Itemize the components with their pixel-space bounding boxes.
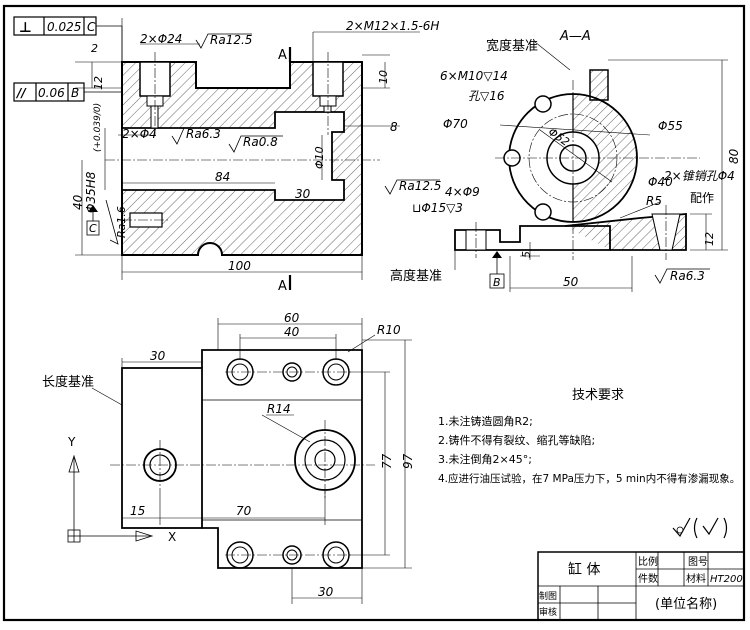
dim-77: 77: [380, 453, 394, 469]
dim-100: 100: [228, 259, 251, 273]
dim-60: 60: [284, 311, 300, 325]
rough-front-3: Ra0.8: [243, 135, 278, 149]
perp-datum: C: [87, 20, 96, 34]
dim-5: 5: [520, 251, 533, 258]
dim-12: 12: [92, 76, 105, 90]
axis-x-label: X: [168, 530, 176, 544]
dim-r5: R5: [646, 194, 662, 208]
dim-97: 97: [401, 453, 415, 469]
dim-phi70: Φ70: [443, 117, 468, 131]
quantity-label: 件数: [638, 572, 658, 585]
dim-10: 10: [377, 70, 390, 84]
section-title: A—A: [559, 29, 591, 44]
perpendicularity-frame: ⊥ 0.025 C: [13, 16, 97, 36]
part-name: 缸 体: [568, 561, 600, 578]
drawing-no-label: 图号: [688, 556, 708, 568]
dim-r14: R14: [267, 402, 291, 416]
counterbore-sub: ⊔Φ15▽3: [412, 201, 463, 215]
perp-symbol: ⊥: [19, 20, 32, 36]
dim-40: 40: [71, 194, 85, 210]
dim-2xm12: 2×M12×1.5-6H: [346, 19, 439, 33]
perp-value: 0.025: [47, 20, 81, 34]
holes-label: 6×M10▽14: [440, 69, 508, 83]
section-view: A—A: [384, 29, 741, 292]
front-view: A A C 2×Φ24 2 12 2×M12×1.5-6H 10 8 2×Φ4 …: [71, 18, 439, 294]
requirement-item-4: 4.应进行油压试验，在7 MPa压力下，5 min内不得有渗漏现象。: [438, 472, 740, 485]
dim-8: 8: [390, 120, 398, 134]
scale-label: 比例: [638, 555, 658, 568]
dim-50: 50: [563, 275, 579, 289]
sheet-border: [2, 4, 746, 622]
material-value: HT200: [710, 574, 743, 585]
company-name: (单位名称): [655, 596, 717, 612]
dim-30-bottom: 30: [318, 585, 334, 599]
height-datum-label: 高度基准: [390, 268, 442, 284]
general-roughness-symbol: [672, 517, 728, 539]
dim-30-top: 30: [150, 349, 166, 363]
par-value: 0.06: [38, 86, 65, 100]
dim-12-side: 12: [703, 232, 716, 246]
dim-phi35: Φ35H8: [84, 171, 98, 213]
requirement-item-3: 3.未注倒角2×45°;: [438, 452, 532, 466]
dim-phi55: Φ55: [658, 119, 683, 133]
requirement-item-1: 1.未注铸造圆角R2;: [438, 414, 533, 428]
technical-requirements: 技术要求 1.未注铸造圆角R2; 2.铸件不得有裂纹、缩孔等缺陷; 3.未注倒角…: [438, 388, 740, 485]
dim-2xphi24: 2×Φ24: [140, 32, 182, 46]
dim-phi35-tol: (+0.039/0): [93, 103, 103, 152]
rough-front-4: Ra1.6: [115, 206, 128, 238]
width-datum-label: 宽度基准: [486, 38, 538, 54]
checked-label: 审核: [539, 606, 557, 618]
requirements-title: 技术要求: [572, 388, 624, 403]
dim-phi40: Φ40: [648, 175, 673, 189]
parallelism-frame: // 0.06 B: [13, 82, 85, 102]
drawn-label: 制图: [539, 590, 557, 602]
counterbore-label: 4×Φ9: [445, 185, 480, 199]
taper-pin-sub: 配作: [690, 191, 714, 205]
length-datum-label: 长度基准: [42, 374, 94, 390]
material-label: 材料: [686, 572, 706, 585]
requirement-item-2: 2.铸件不得有裂纹、缩孔等缺陷;: [438, 433, 595, 447]
rough-front-2: Ra6.3: [186, 127, 221, 141]
rough-section-b: Ra6.3: [670, 269, 705, 283]
section-mark-bottom: A: [278, 279, 287, 294]
datum-c-label: C: [89, 222, 97, 235]
par-datum: B: [71, 86, 79, 100]
rough-front-1: Ra12.5: [210, 33, 252, 47]
rough-section-a: Ra12.5: [399, 179, 441, 193]
dim-r10: R10: [377, 323, 401, 337]
dim-40-top: 40: [284, 325, 300, 339]
dim-2xphi4: 2×Φ4: [122, 127, 157, 141]
taper-pin-label: 2×锥销孔Φ4: [664, 169, 735, 183]
dim-phi10: Φ10: [313, 146, 326, 169]
datum-b-label: B: [493, 276, 501, 289]
section-mark-top: A: [278, 48, 287, 63]
top-view: 长度基准 60 40 R10 30 R14 77 97 15 70 30 Y X: [42, 311, 415, 604]
dim-84: 84: [215, 170, 230, 184]
dim-80: 80: [727, 148, 741, 164]
dim-2: 2: [91, 42, 98, 55]
par-symbol: //: [15, 86, 27, 100]
holes-sub: 孔▽16: [468, 89, 505, 103]
dim-70: 70: [236, 504, 252, 518]
dim-30: 30: [295, 187, 311, 201]
axis-y-label: Y: [67, 435, 76, 449]
dim-15: 15: [130, 504, 145, 518]
title-block: 缸 体 比例 图号 件数 材料 HT200 制图 审核 (单位名称): [537, 551, 745, 621]
